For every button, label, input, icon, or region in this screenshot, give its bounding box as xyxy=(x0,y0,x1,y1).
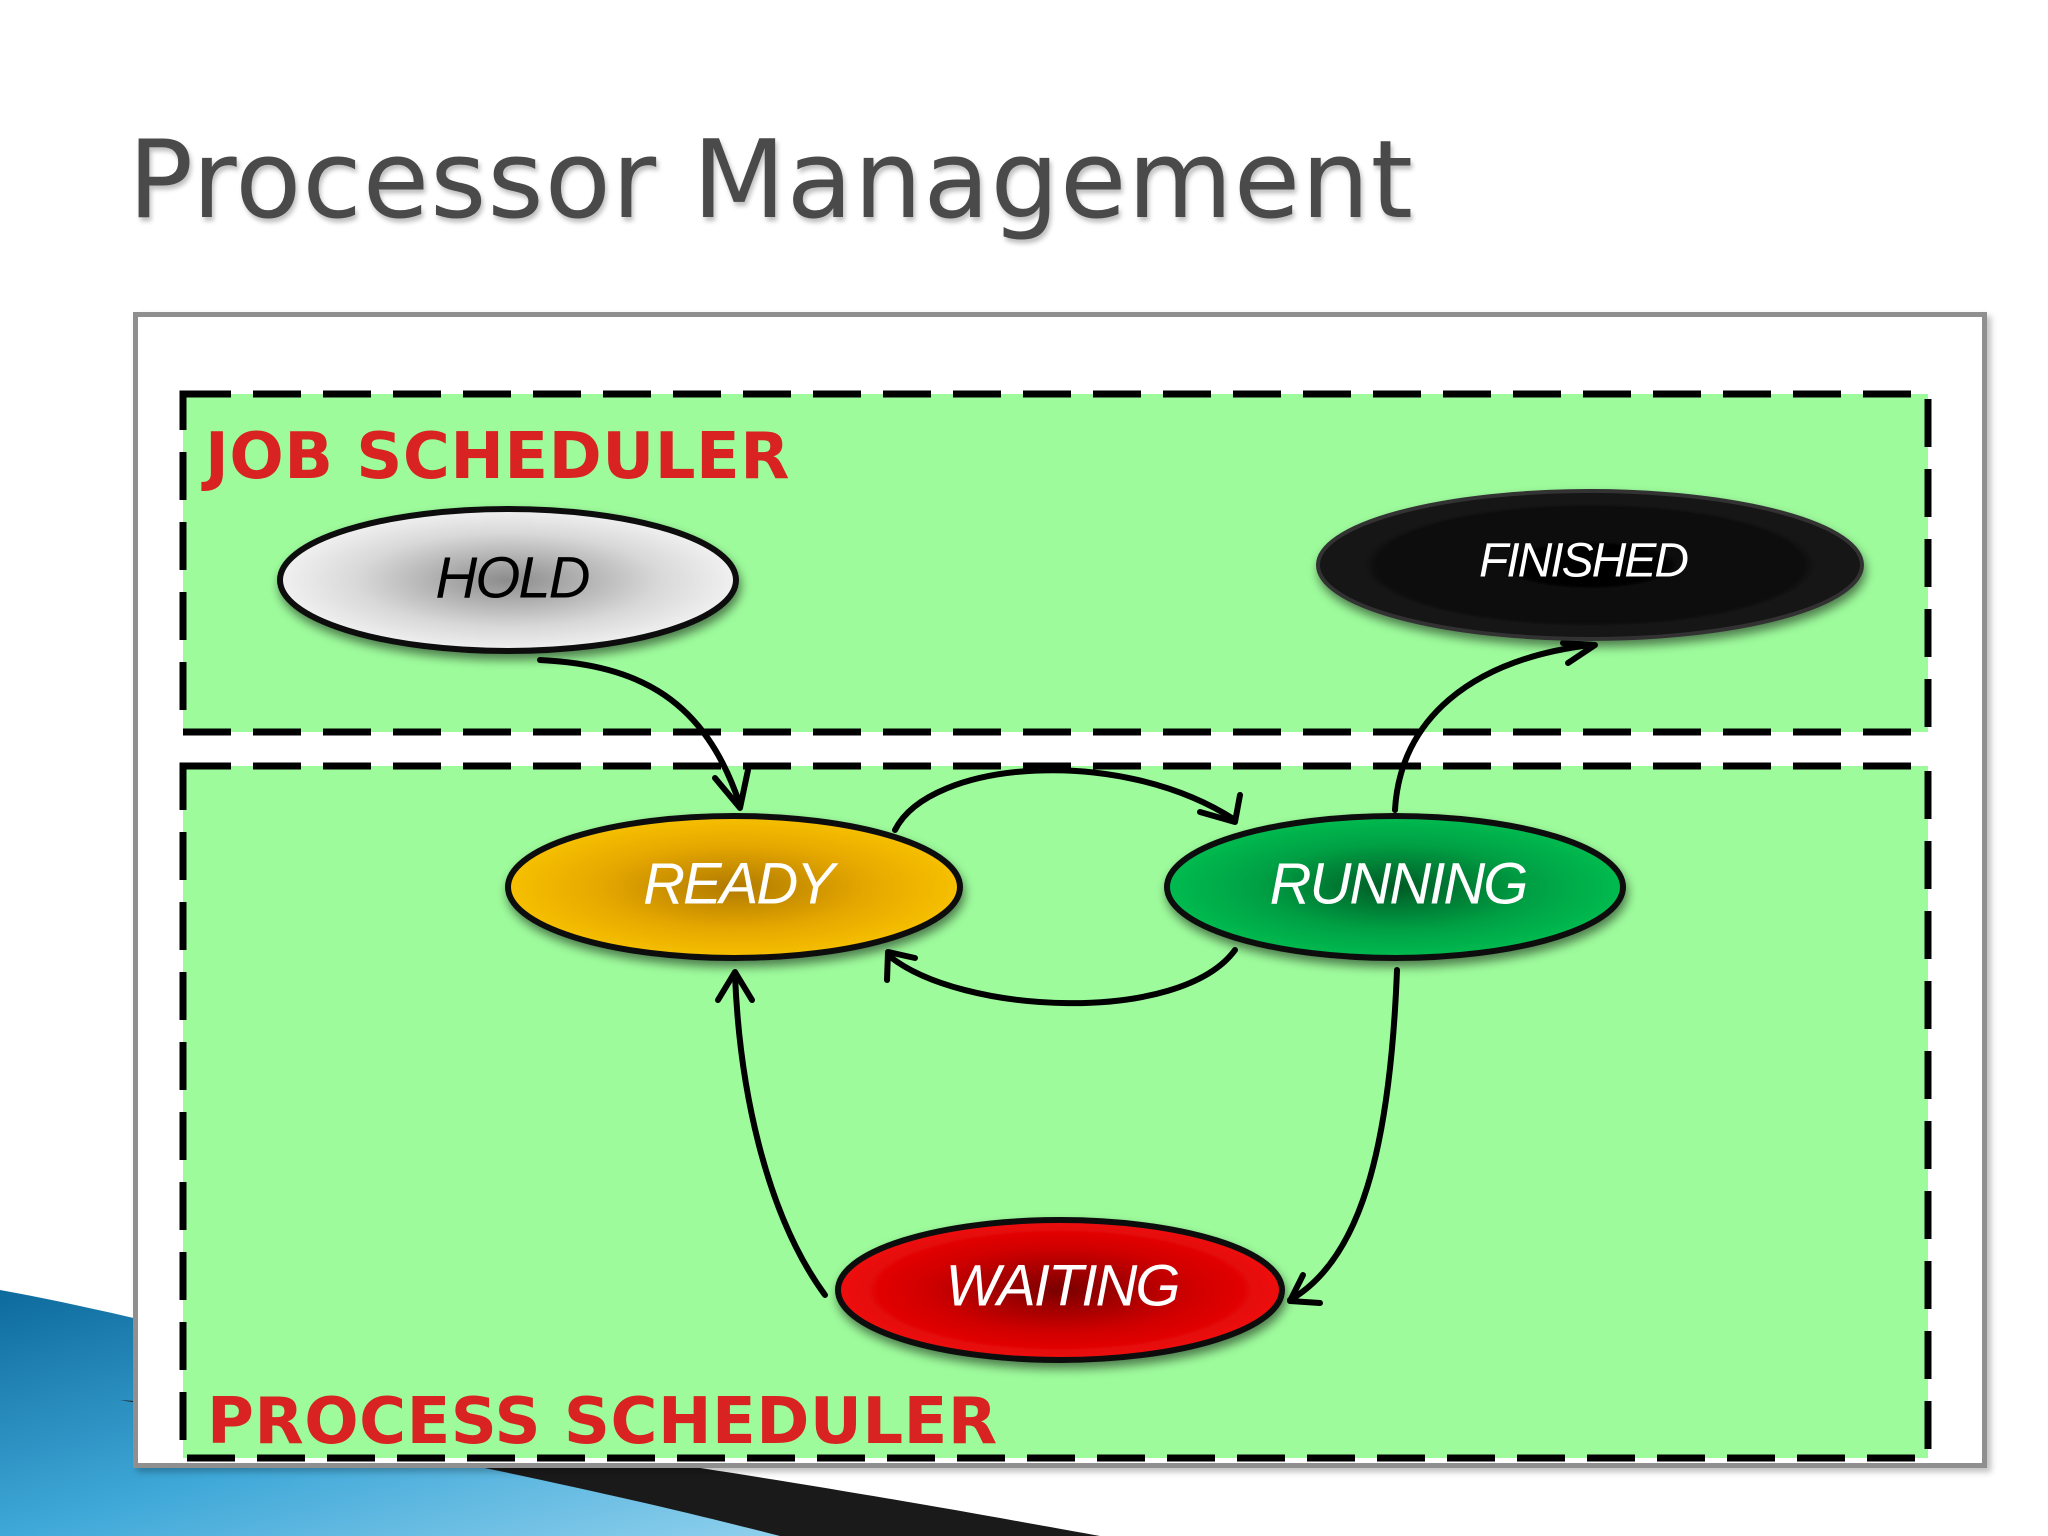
arrowhead-running-to-waiting xyxy=(1287,1272,1323,1306)
state-waiting-label: WAITING xyxy=(945,1253,1180,1319)
state-finished xyxy=(1316,489,1864,641)
state-ready xyxy=(505,813,963,961)
state-hold-label: HOLD xyxy=(435,545,590,611)
arrow-running-to-finished xyxy=(1392,642,1593,813)
arrow-waiting-to-ready xyxy=(732,972,828,1298)
arrowhead-ready-to-running xyxy=(1197,792,1243,825)
arrowhead-hold-to-ready xyxy=(712,767,751,811)
arrowhead-running-to-finished xyxy=(1560,640,1598,666)
arrow-running-to-ready xyxy=(885,947,1238,1007)
state-ready-label: READY xyxy=(643,851,835,917)
arrow-ready-to-running xyxy=(892,767,1238,833)
arrow-hold-to-ready xyxy=(537,657,743,808)
state-running-label: RUNNING xyxy=(1269,851,1529,917)
arrowhead-running-to-ready xyxy=(884,949,918,983)
job-scheduler-label: JOB SCHEDULER xyxy=(205,420,790,494)
state-hold xyxy=(277,506,739,654)
arrow-running-to-waiting xyxy=(1287,967,1400,1303)
slide-title: Processor Management xyxy=(128,118,1414,243)
state-finished-label: FINISHED xyxy=(1478,534,1689,588)
state-waiting xyxy=(835,1217,1285,1363)
process-scheduler-label: PROCESS SCHEDULER xyxy=(207,1385,998,1459)
arrowhead-waiting-to-ready xyxy=(715,969,755,1003)
state-running xyxy=(1164,813,1626,961)
